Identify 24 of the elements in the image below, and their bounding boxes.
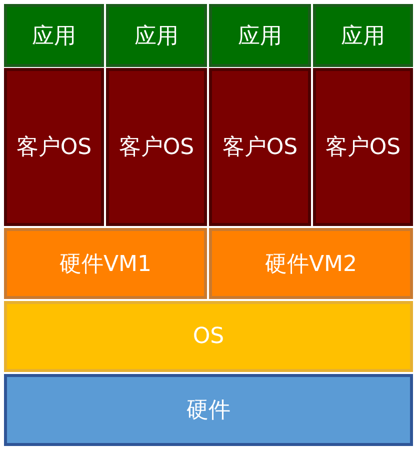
- layer-label: OS: [192, 324, 224, 349]
- layer-label: 硬件: [186, 397, 230, 425]
- app-layer-box: [106, 4, 207, 67]
- layer-label: 客户OS: [222, 134, 298, 162]
- os-layer-box: [4, 301, 413, 372]
- layer-label: 客户OS: [16, 134, 92, 162]
- layer-label: 硬件VM1: [59, 250, 152, 278]
- guest-os-box: [313, 68, 413, 226]
- vm-layer-box: [209, 228, 413, 299]
- app-layer-box: [4, 4, 104, 67]
- guest-os-box: [106, 68, 207, 226]
- hardware-layer-box: [4, 374, 413, 446]
- guest-os-box: [4, 68, 104, 226]
- app-layer-box: [209, 4, 311, 67]
- layer-label: 应用: [32, 22, 76, 50]
- layer-label: 应用: [134, 22, 178, 50]
- layer-label: 客户OS: [118, 134, 194, 162]
- vm-layer-box: [4, 228, 207, 299]
- app-layer-box: [313, 4, 413, 67]
- layer-label: 应用: [238, 22, 282, 50]
- layer-label: 硬件VM2: [264, 250, 358, 278]
- guest-os-box: [209, 68, 311, 226]
- layer-label: 客户OS: [325, 134, 401, 162]
- layer-label: 应用: [341, 22, 385, 50]
